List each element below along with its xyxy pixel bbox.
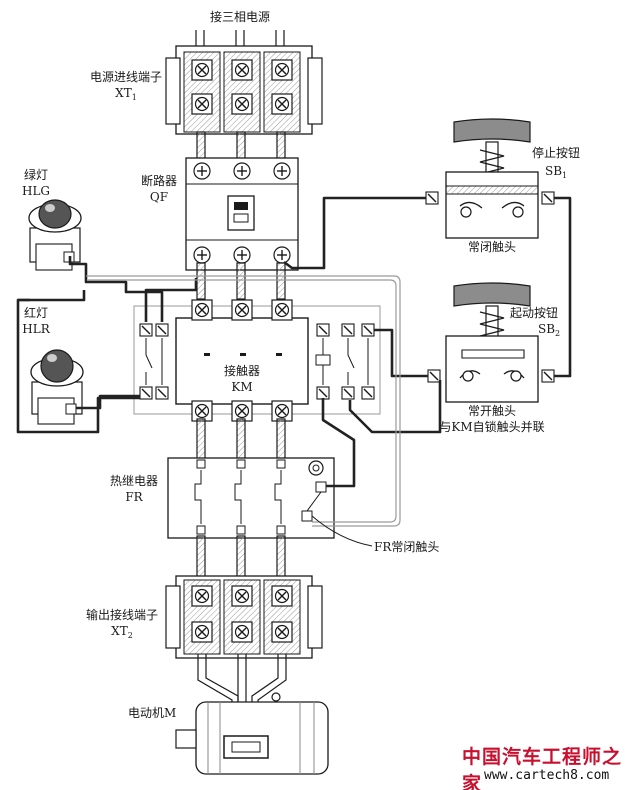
title-label: 接三相电源 <box>210 10 271 24</box>
thermal-relay-code: FR <box>125 490 143 504</box>
output-terminal-block <box>165 575 323 659</box>
motor-name: 电动机M <box>128 706 177 720</box>
start-button-contact: 常开触头 <box>467 404 516 418</box>
breaker-name: 断路器 <box>140 174 177 188</box>
input-terminal-name: 电源进线端子 <box>89 70 162 84</box>
red-lamp-code: HLR <box>22 322 50 336</box>
stop-button-code: SB1 <box>545 164 568 180</box>
stop-button-contact: 常闭触头 <box>467 240 516 254</box>
circuit-breaker <box>185 157 299 271</box>
start-button-code: SB2 <box>538 322 561 338</box>
green-lamp <box>28 199 82 271</box>
auxiliary-wiring <box>86 275 401 527</box>
thermal-relay <box>167 457 335 539</box>
contactor-name: 接触器 <box>223 364 260 378</box>
stop-button-name: 停止按钮 <box>532 146 581 160</box>
watermark-cn: 中国汽车工程师之家 <box>462 746 623 790</box>
input-terminal-block <box>165 45 323 135</box>
green-lamp-name: 绿灯 <box>23 168 48 182</box>
red-lamp <box>30 349 84 425</box>
thermal-relay-name: 热继电器 <box>109 474 158 488</box>
stop-button <box>425 118 555 239</box>
contactor-assembly <box>133 299 381 422</box>
control-wiring <box>16 196 572 488</box>
start-button-contact-note: 与KM自锁触头并联 <box>439 420 545 434</box>
breaker-code: QF <box>149 190 169 204</box>
green-lamp-code: HLG <box>21 184 51 198</box>
start-button <box>427 282 555 403</box>
output-terminal-code: XT2 <box>111 624 133 640</box>
fr-contact-callout <box>311 515 373 547</box>
fr-contact-label: FR常闭触头 <box>374 540 440 554</box>
output-terminal-name: 输出接线端子 <box>85 608 158 622</box>
input-terminal-code: XT1 <box>115 86 137 102</box>
red-lamp-name: 红灯 <box>23 306 48 320</box>
motor <box>175 692 329 775</box>
watermark-url: www.cartech8.com <box>484 768 610 783</box>
contactor-code: KM <box>231 380 253 394</box>
start-button-name: 起动按钮 <box>510 306 559 320</box>
